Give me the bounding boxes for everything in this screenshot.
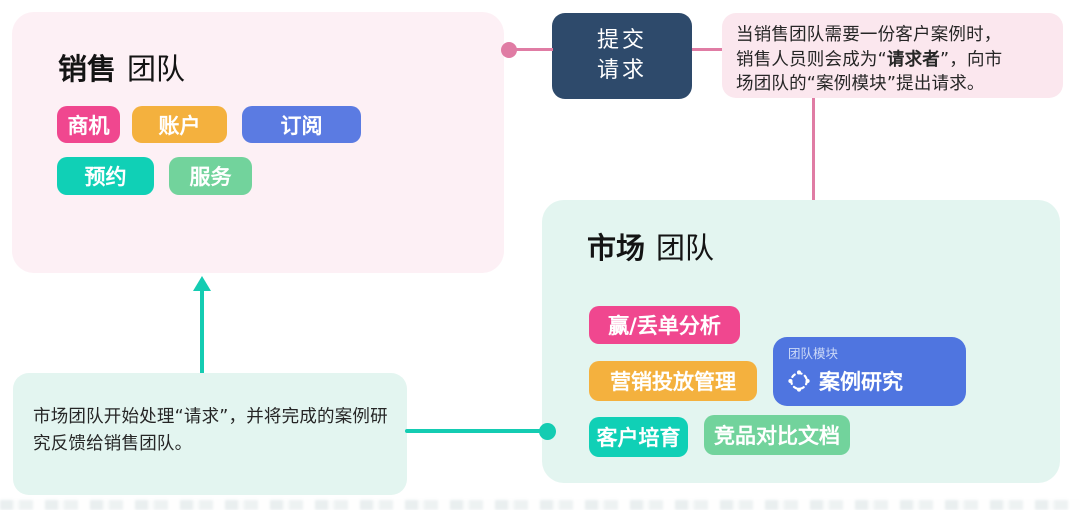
dashed-circle-icon [788,370,810,392]
team-module-label: 团队模块 [788,346,839,361]
tag-customer-nurturing: 客户培育 [589,417,688,457]
connector-submit-to-annotation [692,48,722,51]
case-study-row: 案例研究 [788,366,951,396]
sales-team-title: 销售团队 [58,55,185,84]
feedback-line2: 究反馈给销售团队。 [33,434,193,454]
tag-win-loss-analysis: 赢/丢单分析 [589,306,740,344]
case-study-label: 案例研究 [819,370,903,394]
request-annotation-box: 当销售团队需要一份客户案例时， 销售人员则会成为“请求者”，向市 场团队的“案例… [722,13,1063,98]
marketing-title-bold: 市场 [587,231,646,265]
tag-subscription: 订阅 [242,106,361,143]
case-study-module-box: 团队模块 案例研究 [773,337,966,406]
connector-dot-marketing [539,423,556,440]
feedback-arrow-shaft [200,289,204,373]
tag-account: 账户 [132,106,227,143]
feedback-text: 市场团队开始处理“请求”，并将完成的案例研 究反馈给销售团队。 [33,404,395,458]
annotation-line2-pre: 销售人员则会成为“ [736,49,887,70]
sales-team-card: 销售团队 商机 账户 订阅 预约 服务 [12,12,504,273]
sales-title-bold: 销售 [58,52,117,86]
feedback-line1: 市场团队开始处理“请求”，并将完成的案例研 [33,407,388,427]
connector-sales-to-submit [508,48,553,51]
arrow-up-icon [193,276,211,291]
submit-request-node: 提交 请求 [552,13,692,99]
tag-competitor-docs: 竞品对比文档 [704,415,850,455]
request-annotation-text: 当销售团队需要一份客户案例时， 销售人员则会成为“请求者”，向市 场团队的“案例… [736,23,1054,97]
watermark-strip [0,500,1080,510]
tag-service: 服务 [169,157,252,195]
annotation-line3: 场团队的“案例模块”提出请求。 [736,74,985,94]
connector-annotation-to-marketing [812,98,815,200]
marketing-team-title: 市场团队 [587,234,714,263]
tag-ad-campaign-mgmt: 营销投放管理 [589,361,757,401]
marketing-team-card: 市场团队 赢/丢单分析 营销投放管理 客户培育 竞品对比文档 团队模块 案例研究 [542,200,1060,483]
marketing-title-regular: 团队 [656,231,715,265]
annotation-requester-bold: 请求者 [886,49,940,70]
feedback-box: 市场团队开始处理“请求”，并将完成的案例研 究反馈给销售团队。 [13,373,407,495]
submit-request-line1: 提交 [596,28,647,54]
annotation-line1: 当销售团队需要一份客户案例时， [736,25,1002,45]
sales-title-regular: 团队 [127,52,186,86]
connector-feedback-to-marketing [405,429,545,433]
tag-opportunity: 商机 [57,106,120,143]
connector-dot-sales [501,42,517,58]
tag-appointment: 预约 [57,157,154,195]
annotation-line2-post: ”，向市 [939,49,1003,70]
submit-request-line2: 请求 [596,58,647,83]
